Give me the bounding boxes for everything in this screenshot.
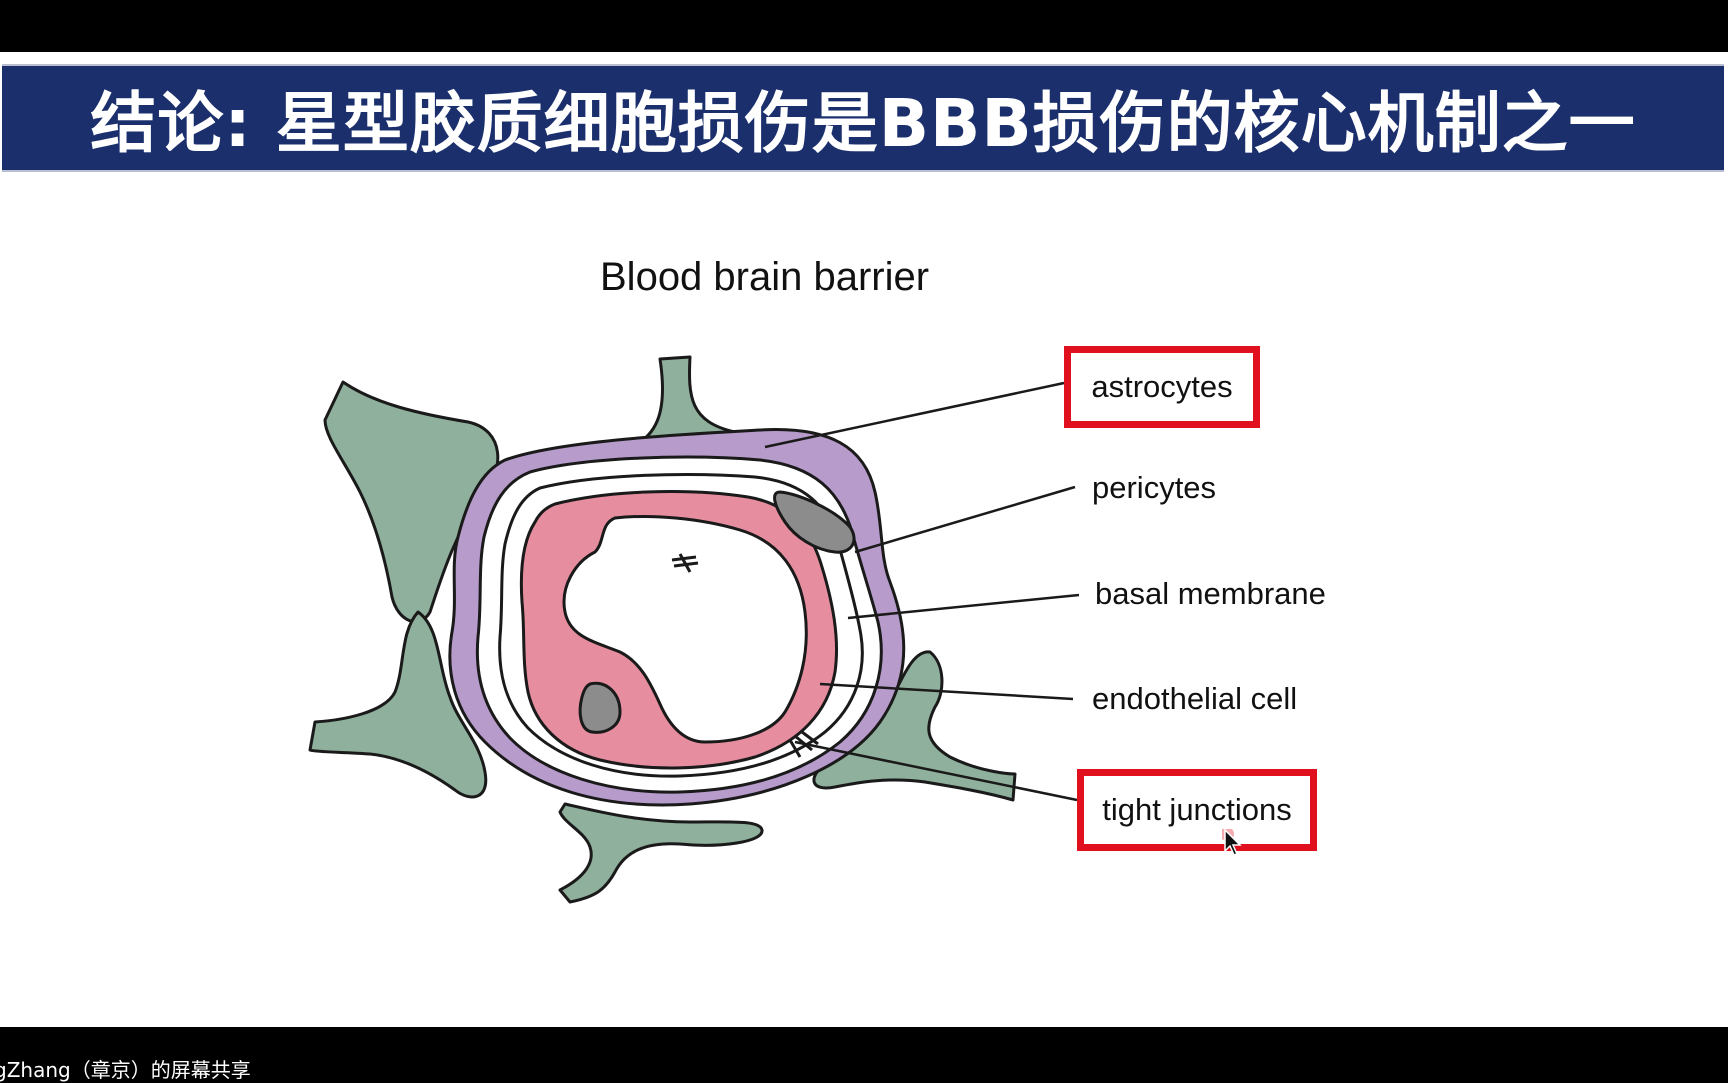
astrocyte-bottom — [558, 802, 764, 904]
vessel-lumen — [562, 515, 808, 744]
presentation-slide: 结论: 星型胶质细胞损伤是BBB损伤的核心机制之一 — [0, 52, 1728, 1027]
label-pericytes: pericytes — [1092, 470, 1217, 505]
slide-title: 结论: 星型胶质细胞损伤是BBB损伤的核心机制之一 — [90, 85, 1636, 162]
label-endothelial-cell: endothelial cell — [1092, 681, 1298, 716]
label-basal-membrane: basal membrane — [1095, 576, 1326, 611]
endothelial-nucleus — [578, 681, 622, 734]
screen-share-caption: gZhang（章京）的屏幕共享 — [0, 1058, 251, 1082]
tight-junction-marks — [671, 553, 819, 758]
blood-brain-barrier-diagram — [308, 355, 1080, 904]
pericyte-nucleus — [773, 490, 856, 554]
mouse-pointer-icon — [1222, 829, 1242, 856]
diagram-title: Blood brain barrier — [600, 255, 930, 299]
label-tight-junctions: tight junctions — [1102, 792, 1292, 827]
screen-share-bar — [0, 1027, 1728, 1080]
astrocyte-lower-left — [308, 610, 488, 799]
tight-junctions-highlight-box: tight junctions — [1077, 769, 1317, 851]
astrocytes-highlight-box: astrocytes — [1064, 346, 1260, 428]
label-leader-lines — [764, 381, 1080, 802]
top-black-bar — [0, 0, 1728, 52]
label-astrocytes: astrocytes — [1091, 369, 1233, 404]
astrocyte-upper-left — [323, 380, 500, 624]
title-banner: 结论: 星型胶质细胞损伤是BBB损伤的核心机制之一 — [2, 64, 1724, 172]
